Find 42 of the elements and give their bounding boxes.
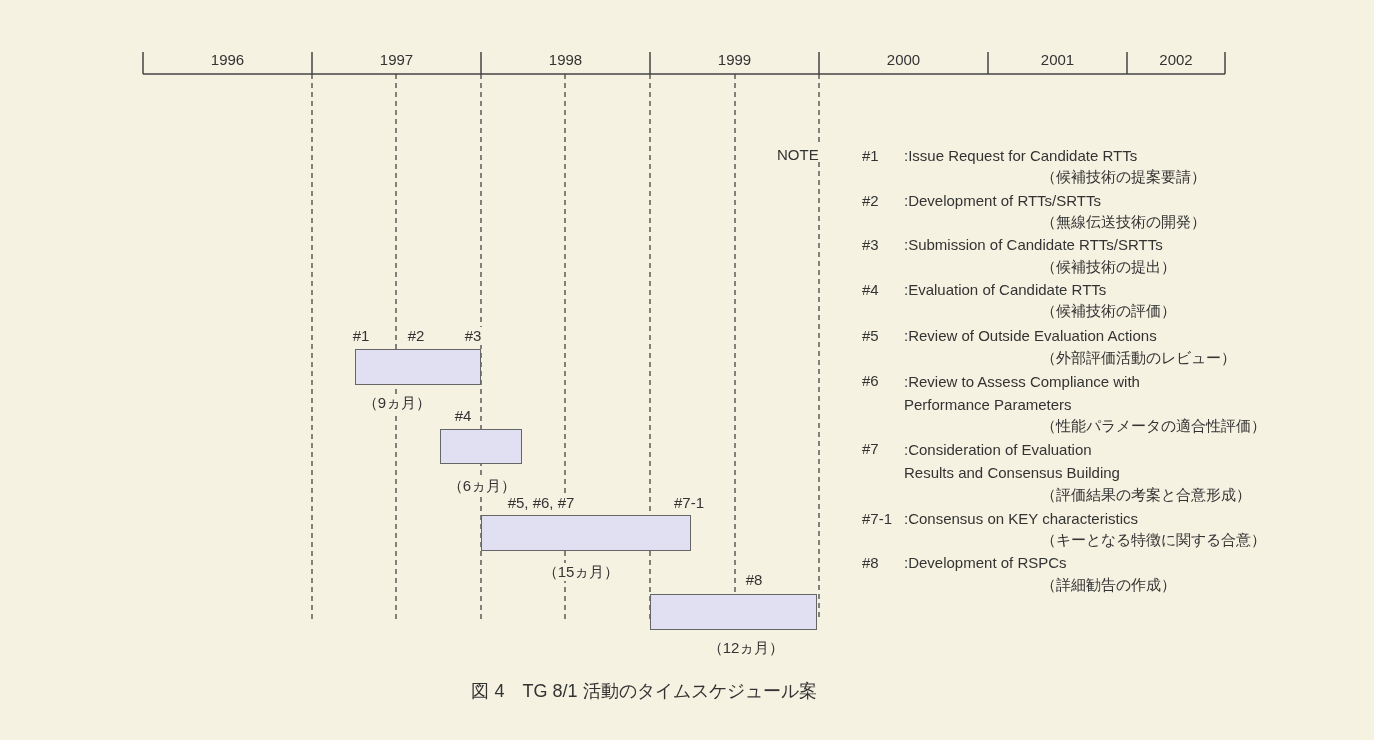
note-text: :Consideration of Evaluation Results and Consensus Building: [904, 440, 1121, 483]
year-label: 1996: [210, 51, 245, 69]
note-text: :Consensus on KEY characteristics: [904, 510, 1138, 528]
note-number: #6: [862, 372, 879, 390]
note-number: #7: [862, 440, 879, 458]
note-number: #3: [862, 236, 879, 254]
timeline-bar: [355, 349, 481, 385]
note-number: #5: [862, 327, 879, 345]
activity-number: #5, #6, #7: [506, 494, 576, 512]
note-translation: （無線伝送技術の開発）: [1041, 213, 1206, 231]
year-label: 2000: [886, 51, 921, 69]
year-label: 1998: [548, 51, 583, 69]
activity-number: #3: [463, 327, 483, 345]
year-label: 2002: [1159, 51, 1193, 69]
note-translation: （評価結果の考案と合意形成）: [1041, 486, 1251, 504]
note-number: #1: [862, 147, 879, 165]
note-translation: （詳細勧告の作成）: [1041, 576, 1176, 594]
year-label: 2001: [1040, 51, 1075, 69]
note-translation: （外部評価活動のレビュー）: [1041, 349, 1236, 367]
timeline-bar: [440, 429, 522, 464]
note-translation: （候補技術の提出）: [1041, 258, 1176, 276]
note-text: :Issue Request for Candidate RTTs: [904, 147, 1138, 165]
note-text: :Evaluation of Candidate RTTs: [904, 281, 1107, 299]
note-translation: （候補技術の評価）: [1041, 302, 1176, 320]
note-heading: NOTE: [777, 146, 819, 164]
note-number: #8: [862, 554, 879, 572]
note-text: :Development of RTTs/SRTTs: [904, 192, 1101, 210]
note-number: #4: [862, 281, 879, 299]
note-number: #2: [862, 192, 879, 210]
year-label: 1997: [379, 51, 414, 69]
note-text: :Submission of Candidate RTTs/SRTTs: [904, 236, 1163, 254]
note-translation: （性能パラメータの適合性評価）: [1041, 417, 1266, 435]
note-text: :Development of RSPCs: [904, 554, 1067, 572]
note-number: #7-1: [862, 510, 893, 528]
note-text: :Review to Assess Compliance with Performance Parameters: [904, 372, 1141, 415]
timeline-bar: [650, 594, 817, 630]
year-label: 1999: [717, 51, 752, 69]
timeline-bar: [481, 515, 691, 551]
note-text: :Review of Outside Evaluation Actions: [904, 327, 1157, 345]
note-translation: （候補技術の提案要請）: [1041, 168, 1206, 186]
figure-caption: 図 4 TG 8/1 活動のタイムスケジュール案: [471, 680, 817, 702]
note-translation: （キーとなる特徴に関する合意）: [1041, 531, 1266, 549]
